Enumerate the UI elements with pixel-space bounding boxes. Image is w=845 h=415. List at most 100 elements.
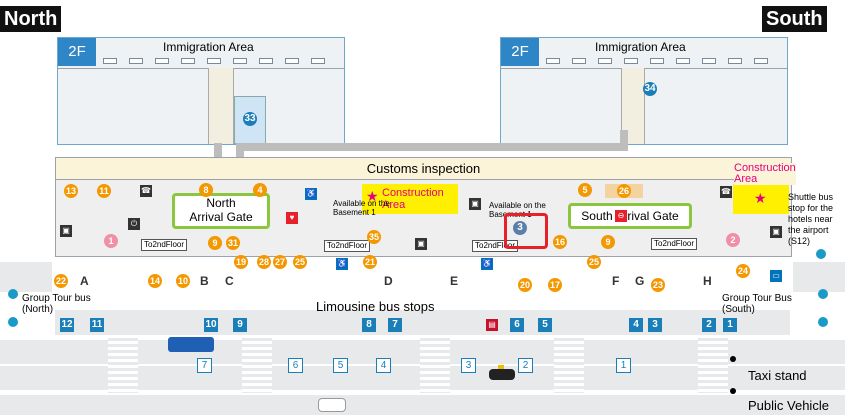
- area-2[interactable]: 2: [726, 233, 740, 247]
- phone-icon-south: ☎: [720, 186, 732, 198]
- taxi-7[interactable]: 7: [197, 358, 212, 373]
- to-2nd-floor-2[interactable]: To2ndFloor: [324, 240, 371, 252]
- atm-icon-2: ▣: [415, 238, 427, 250]
- area-8[interactable]: 8: [199, 183, 213, 197]
- area-1[interactable]: 1: [104, 234, 118, 248]
- no-entry-icon: ⊖: [615, 210, 627, 222]
- bus-stop-10[interactable]: 10: [204, 318, 218, 332]
- bus-stop-7[interactable]: 7: [388, 318, 402, 332]
- tour-marker-nl1: [8, 289, 18, 299]
- area-14[interactable]: 14: [148, 274, 162, 288]
- area-28[interactable]: 28: [257, 255, 271, 269]
- side-road-right: [793, 262, 845, 292]
- restroom-icon-mid: ♿: [336, 258, 348, 270]
- bus-stop-3[interactable]: 3: [648, 318, 662, 332]
- bus-stop-8[interactable]: 8: [362, 318, 376, 332]
- construction-north: ★ Construction Area: [362, 184, 458, 214]
- area-11[interactable]: 11: [97, 184, 111, 198]
- area-16[interactable]: 16: [553, 235, 567, 249]
- area-17[interactable]: 17: [548, 278, 562, 292]
- phone-icon: ☎: [140, 185, 152, 197]
- bus-icon: ▭: [770, 270, 782, 282]
- stop-g[interactable]: G: [635, 274, 645, 288]
- taxi-4[interactable]: 4: [376, 358, 391, 373]
- limousine-label: Limousine bus stops: [316, 299, 435, 314]
- taxi-6[interactable]: 6: [288, 358, 303, 373]
- shuttle-label: Shuttle bus stop for the hotels near the…: [788, 192, 834, 246]
- stop-a[interactable]: A: [80, 274, 89, 288]
- bus-stop-6[interactable]: 6: [510, 318, 524, 332]
- to-2nd-floor-4[interactable]: To2ndFloor: [651, 238, 698, 250]
- area-4[interactable]: 4: [253, 183, 267, 197]
- taxi-car-icon: [489, 369, 515, 380]
- aed-icon: ♥: [286, 212, 298, 224]
- area-9-north[interactable]: 9: [208, 236, 222, 250]
- area-23[interactable]: 23: [651, 278, 665, 292]
- star-icon-south: ★: [754, 190, 767, 206]
- construction-label-north: Construction Area: [382, 187, 444, 211]
- taxi-3[interactable]: 3: [461, 358, 476, 373]
- crosswalk-1: [108, 335, 138, 393]
- area-33: 33: [243, 112, 257, 126]
- area-24[interactable]: 24: [736, 264, 750, 278]
- stop-f[interactable]: F: [612, 274, 620, 288]
- to-2nd-floor-1[interactable]: To2ndFloor: [141, 239, 188, 251]
- area-27[interactable]: 27: [273, 255, 287, 269]
- area-5[interactable]: 5: [578, 183, 592, 197]
- bus-stop-sign-icon: ▤: [486, 319, 498, 331]
- basement-note-north: Available on the Basement 1: [333, 199, 390, 217]
- stop-c[interactable]: C: [225, 274, 234, 288]
- taxi-5[interactable]: 5: [333, 358, 348, 373]
- bus-stop-12[interactable]: 12: [60, 318, 74, 332]
- power-icon: ⏻: [128, 218, 140, 230]
- area-35[interactable]: 35: [367, 230, 381, 244]
- south-arrival-gate[interactable]: South Arrival Gate: [568, 203, 692, 229]
- bus-stop-11[interactable]: 11: [90, 318, 104, 332]
- public-dot: [730, 388, 736, 394]
- tour-marker-sr1: [818, 289, 828, 299]
- customs-bar: Customs inspection: [55, 157, 792, 181]
- atm-icon: ▣: [60, 225, 72, 237]
- stop-e[interactable]: E: [450, 274, 459, 288]
- area-22[interactable]: 22: [54, 274, 68, 288]
- bus-stop-4[interactable]: 4: [629, 318, 643, 332]
- crosswalk-4: [554, 335, 584, 393]
- immigration-south: Immigration Area: [595, 40, 686, 54]
- area-13[interactable]: 13: [64, 184, 78, 198]
- star-icon: ★: [366, 188, 379, 204]
- stop-h[interactable]: H: [703, 274, 712, 288]
- restroom-icon-south: ♿: [481, 258, 493, 270]
- bus-stop-9[interactable]: 9: [233, 318, 247, 332]
- immigration-windows-south: [546, 58, 776, 64]
- area-34: 34: [643, 82, 657, 96]
- area-25-north[interactable]: 25: [293, 255, 307, 269]
- area-21[interactable]: 21: [363, 255, 377, 269]
- area-10[interactable]: 10: [176, 274, 190, 288]
- area-25-south[interactable]: 25: [587, 255, 601, 269]
- north-arrival-gate[interactable]: North Arrival Gate: [172, 193, 270, 229]
- restroom-icon-north: ♿: [305, 188, 317, 200]
- stop-b[interactable]: B: [200, 274, 209, 288]
- immigration-north: Immigration Area: [163, 40, 254, 54]
- floor-2f-north: 2F: [58, 38, 96, 66]
- stop-d[interactable]: D: [384, 274, 393, 288]
- construction-south-box: ★: [733, 184, 789, 214]
- side-road-left: [0, 262, 52, 292]
- south-2f-box: 2F Immigration Area 34: [500, 37, 788, 145]
- taxi-1[interactable]: 1: [616, 358, 631, 373]
- group-tour-north: Group Tour bus (North): [22, 293, 91, 315]
- area-19[interactable]: 19: [234, 255, 248, 269]
- taxi-2[interactable]: 2: [518, 358, 533, 373]
- bus-stop-5[interactable]: 5: [538, 318, 552, 332]
- public-vehicle-lane: [0, 395, 845, 415]
- north-room-33: [234, 96, 266, 144]
- area-31[interactable]: 31: [226, 236, 240, 250]
- area-3[interactable]: 3: [513, 221, 527, 235]
- area-20[interactable]: 20: [518, 278, 532, 292]
- tour-marker-nl2: [8, 317, 18, 327]
- bus-stop-2[interactable]: 2: [702, 318, 716, 332]
- bus-stop-1[interactable]: 1: [723, 318, 737, 332]
- tour-marker-sr2: [818, 317, 828, 327]
- area-9-south[interactable]: 9: [601, 235, 615, 249]
- area-26[interactable]: 26: [617, 184, 631, 198]
